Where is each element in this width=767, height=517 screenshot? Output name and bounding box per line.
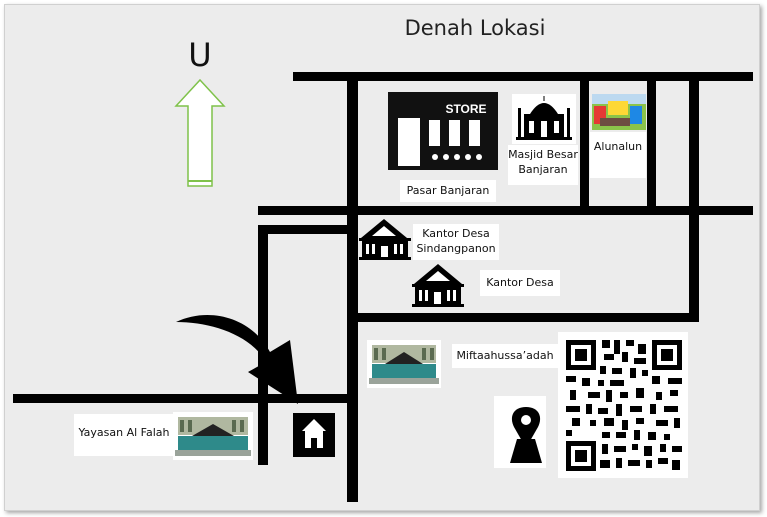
- label-miftaahussaadah: Miftaahussa’adah: [452, 344, 558, 368]
- map-title: Denah Lokasi: [404, 16, 546, 40]
- store-icon: STORE: [388, 92, 498, 170]
- government-building-icon: [412, 264, 464, 307]
- label-pasar-banjaran: Pasar Banjaran: [400, 180, 496, 202]
- label-kantor-desa: Kantor Desa: [480, 270, 560, 296]
- road-bottom-left-horizontal: [13, 394, 353, 403]
- road-left-bend-horizontal: [258, 225, 353, 234]
- north-label: U: [188, 36, 212, 74]
- mosque-icon: [512, 94, 576, 144]
- school-building-photo: [367, 340, 441, 388]
- alunalun-photo: [592, 94, 646, 130]
- home-icon: [293, 413, 335, 457]
- road-lower-horizontal: [347, 313, 699, 322]
- north-arrow-icon: [174, 78, 226, 187]
- school-building-photo: [173, 412, 253, 460]
- label-yayasan-al-falah: Yayasan Al Falah: [74, 414, 174, 456]
- road-top-horizontal: [293, 72, 753, 81]
- road-middle-horizontal: [258, 206, 753, 215]
- label-masjid-besar-banjaran: Masjid Besar Banjaran: [508, 145, 578, 185]
- road-main-vertical: [347, 72, 358, 502]
- road-vertical-right-2: [647, 72, 656, 214]
- road-vertical-right-3: [689, 72, 699, 322]
- store-sign: STORE: [445, 102, 486, 116]
- location-pin-icon: [494, 396, 546, 468]
- label-kantor-desa-sindangpanon: Kantor Desa Sindangpanon: [413, 224, 499, 260]
- qr-code-icon: [558, 332, 688, 478]
- curved-arrow-icon: [176, 314, 298, 404]
- government-building-icon: [359, 219, 411, 260]
- road-vertical-right-1: [580, 72, 589, 214]
- label-alunalun: Alunalun: [590, 132, 646, 178]
